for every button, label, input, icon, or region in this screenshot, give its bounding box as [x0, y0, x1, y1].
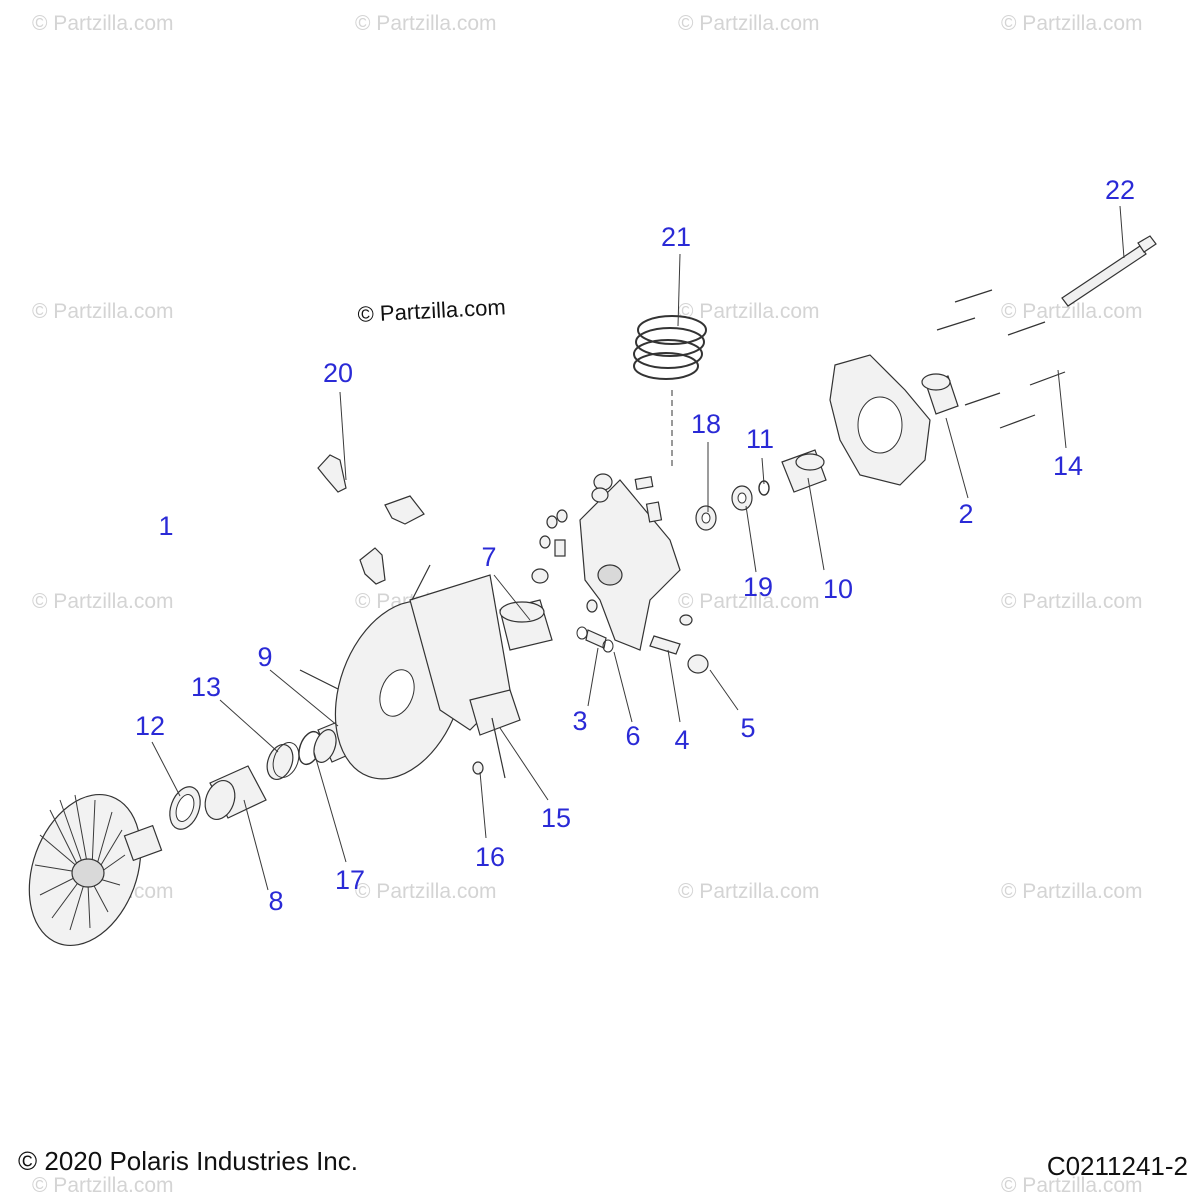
- watermark: © Partzilla.com: [1001, 880, 1143, 903]
- watermark: © Partzilla.com: [678, 12, 820, 35]
- watermark: © Partzilla.com: [355, 880, 497, 903]
- callout-2: 2: [958, 499, 973, 529]
- cover-plate: [829, 354, 959, 486]
- diagram-copyright: © Partzilla.com: [357, 294, 506, 327]
- watermark: © Partzilla.com: [678, 300, 820, 323]
- callout-13: 13: [191, 672, 221, 702]
- callout-17: 17: [335, 865, 365, 895]
- movable-sheave: [334, 574, 521, 780]
- callout-21: 21: [661, 222, 691, 252]
- callout-4: 4: [674, 725, 689, 755]
- watermark: © Partzilla.com: [1001, 12, 1143, 35]
- footer-copyright: © 2020 Polaris Industries Inc.: [18, 1146, 358, 1176]
- watermark: © Partzilla.com: [32, 1174, 174, 1197]
- callout-labels: 1 2 3 4 5 6 7 8 9 10 11 12 13 14 15 16 1…: [135, 175, 1135, 916]
- watermark: © Partzilla.com: [678, 590, 820, 613]
- watermark: © Partzilla.com: [1001, 590, 1143, 613]
- spring-21: [633, 315, 707, 468]
- callout-7: 7: [481, 542, 496, 572]
- callout-6: 6: [625, 721, 640, 751]
- watermark: © Partzilla.com: [678, 880, 820, 903]
- callout-16: 16: [475, 842, 505, 872]
- watermark: © Partzilla.com: [32, 590, 174, 613]
- drive-face-fan: [28, 793, 163, 947]
- callout-12: 12: [135, 711, 165, 741]
- callout-14: 14: [1053, 451, 1083, 481]
- watermark: © Partzilla.com: [1001, 1174, 1143, 1197]
- callout-19: 19: [743, 572, 773, 602]
- watermark: © Partzilla.com: [1001, 300, 1143, 323]
- callout-22: 22: [1105, 175, 1135, 205]
- watermark: © Partzilla.com: [355, 12, 497, 35]
- callout-15: 15: [541, 803, 571, 833]
- callout-20: 20: [323, 358, 353, 388]
- diagram-code: C0211241-2: [1047, 1151, 1188, 1181]
- callout-10: 10: [823, 574, 853, 604]
- callout-3: 3: [572, 706, 587, 736]
- spider-assembly: [539, 473, 681, 651]
- bolt-group-14: [936, 289, 1066, 429]
- callout-5: 5: [740, 713, 755, 743]
- callout-9: 9: [257, 642, 272, 672]
- bolt-22: [1061, 235, 1157, 307]
- callout-1: 1: [158, 511, 173, 541]
- parts-illustration: [28, 235, 1157, 947]
- callout-8: 8: [268, 886, 283, 916]
- callout-11: 11: [746, 424, 774, 454]
- leader-lines: [151, 205, 1125, 891]
- callout-18: 18: [691, 409, 721, 439]
- watermark: © Partzilla.com: [32, 300, 174, 323]
- watermark: © Partzilla.com: [32, 12, 174, 35]
